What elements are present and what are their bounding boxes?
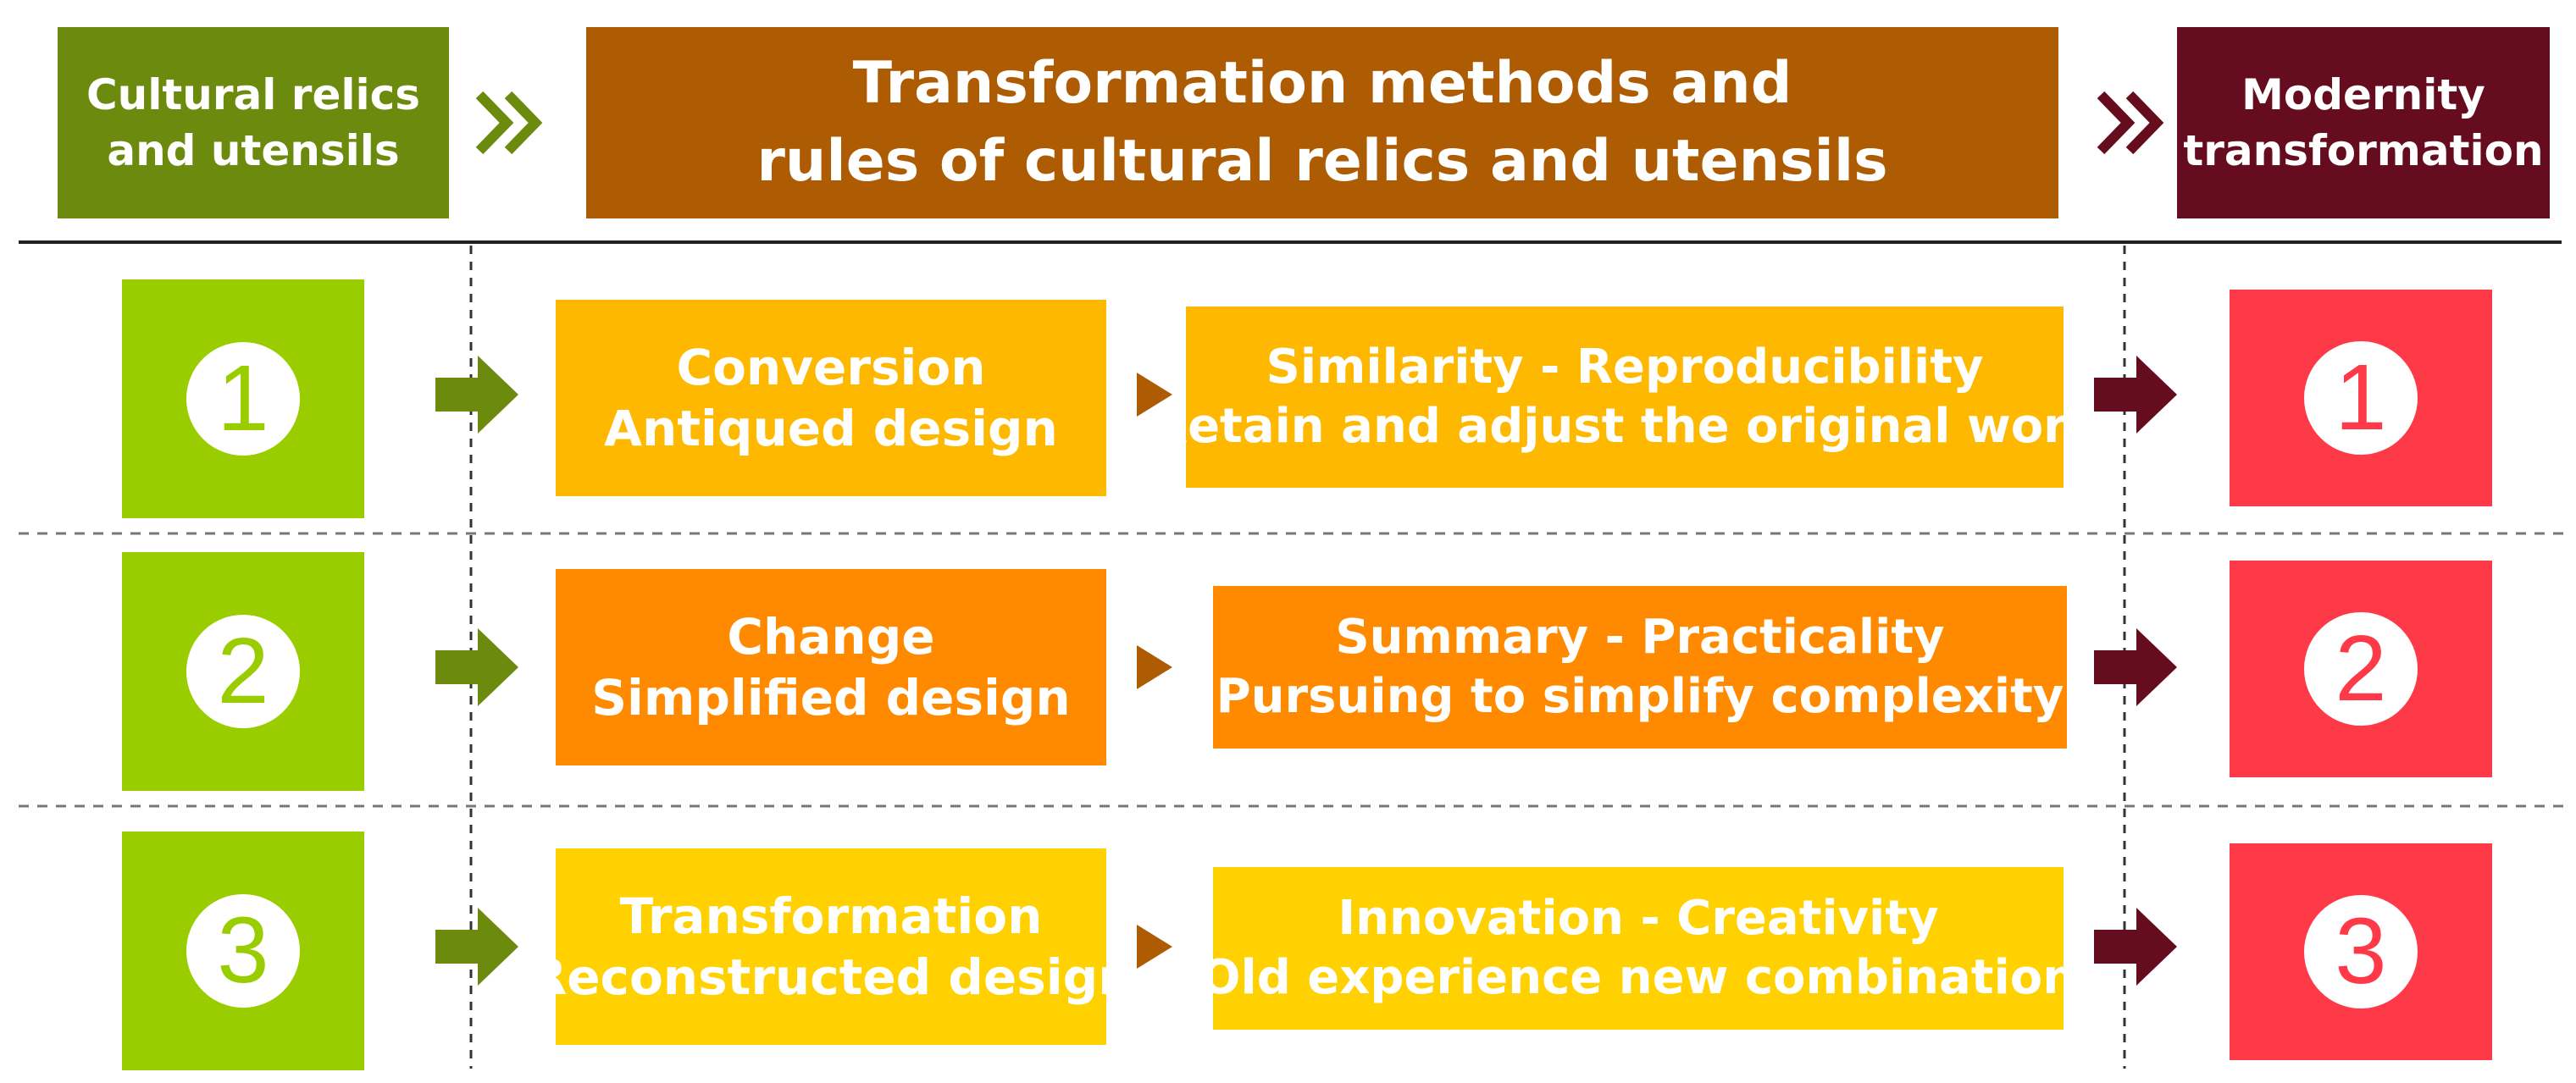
header-left-line-2: and utensils <box>107 126 400 175</box>
row2-right-number: 2 <box>2304 612 2418 726</box>
row2-rule-box: Summary - Practicality Pursuing to simpl… <box>1213 586 2067 749</box>
row1-left-number: 1 <box>186 342 300 456</box>
row2-green-arrow-icon <box>435 628 518 706</box>
row3-method-line-1: Transformation <box>619 887 1043 945</box>
row1-small-arrow-icon <box>1137 373 1172 417</box>
row3-method-line-2: Reconstructed design <box>529 948 1133 1006</box>
row2-left-number: 2 <box>186 615 300 728</box>
row1-green-arrow-icon <box>435 356 518 434</box>
header-middle-line-1: Transformation methods and <box>852 50 1792 117</box>
row1-rule-box: Similarity - Reproducibility Retain and … <box>1151 307 2098 488</box>
header-right-line-2: transformation <box>2183 126 2544 175</box>
row3-rule-line-2: Old experience new combination <box>1199 950 2077 1005</box>
row3-right-number: 3 <box>2304 895 2418 1008</box>
header-right-line-1: Modernity <box>2241 70 2485 119</box>
header-left-line-1: Cultural relics <box>86 70 421 119</box>
header-chevron-left-icon <box>475 91 543 155</box>
row1-right-number: 1 <box>2304 341 2418 455</box>
row3-rule-box: Innovation - Creativity Old experience n… <box>1200 867 2076 1030</box>
row3-left-number-box: 3 <box>122 832 364 1070</box>
row3-small-arrow-icon <box>1137 925 1172 969</box>
header-middle-line-2: rules of cultural relics and utensils <box>756 128 1888 195</box>
header-transformation-methods: Transformation methods and rules of cult… <box>586 27 2058 218</box>
row2-small-arrow-icon <box>1137 645 1172 689</box>
header-modernity-transformation: Modernity transformation <box>2177 27 2550 218</box>
header-cultural-relics: Cultural relics and utensils <box>58 27 449 218</box>
row1-method-box: Conversion Antiqued design <box>556 300 1106 496</box>
row3-left-number: 3 <box>186 894 300 1008</box>
row1-method-line-1: Conversion <box>676 339 986 396</box>
row2-method-box: Change Simplified design <box>556 569 1106 765</box>
header-chevron-right-icon <box>2097 91 2164 155</box>
row1-dark-arrow-icon <box>2094 356 2177 434</box>
row2-rule-line-1: Summary - Practicality <box>1335 610 1945 665</box>
row2-method-line-1: Change <box>727 608 935 666</box>
row3-method-box: Transformation Reconstructed design <box>529 848 1133 1045</box>
row3-right-number-box: 3 <box>2230 843 2492 1060</box>
row1-method-line-2: Antiqued design <box>604 400 1058 457</box>
row1-right-number-box: 1 <box>2230 290 2492 506</box>
row2-rule-line-2: Pursuing to simplify complexity <box>1216 669 2064 724</box>
row2-left-number-box: 2 <box>122 552 364 791</box>
row1-left-number-box: 1 <box>122 279 364 518</box>
row3-dark-arrow-icon <box>2094 908 2177 986</box>
row3-rule-line-1: Innovation - Creativity <box>1338 891 1939 946</box>
row2-right-number-box: 2 <box>2230 561 2492 777</box>
row2-method-line-2: Simplified design <box>591 669 1071 727</box>
row2-dark-arrow-icon <box>2094 628 2177 706</box>
row3-green-arrow-icon <box>435 908 518 986</box>
row1-rule-line-1: Similarity - Reproducibility <box>1266 340 1984 395</box>
row1-rule-line-2: Retain and adjust the original work <box>1150 399 2099 454</box>
